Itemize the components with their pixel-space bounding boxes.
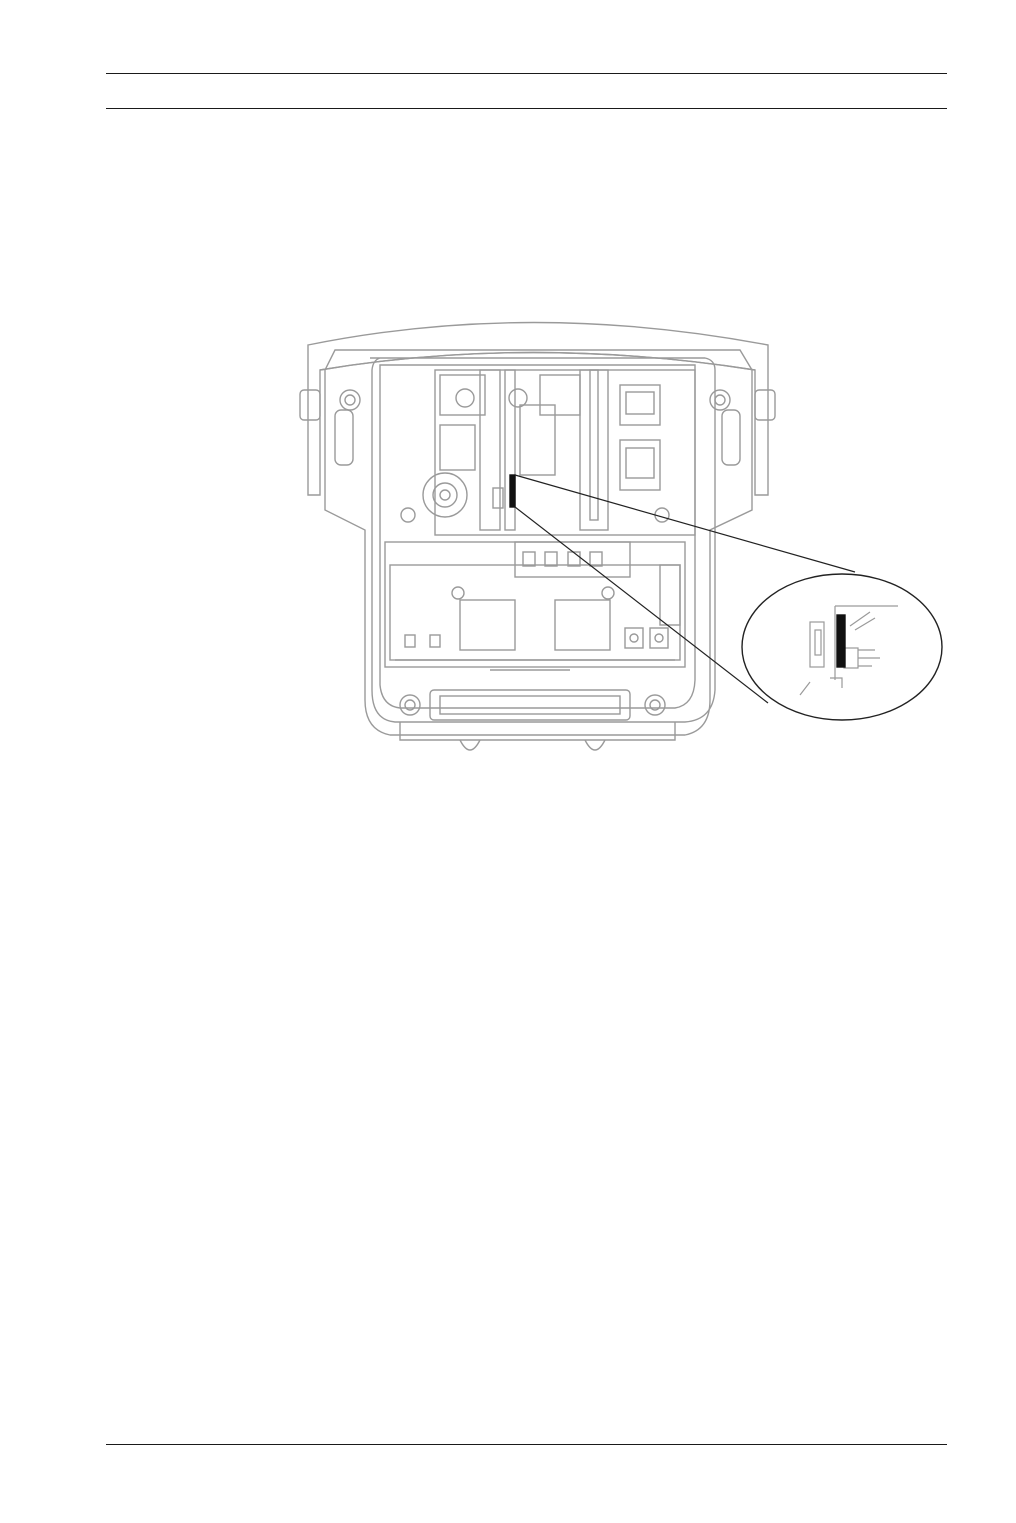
header-rule-bottom: [106, 108, 947, 109]
right-bracket: [755, 390, 775, 420]
detail-view: [800, 606, 898, 695]
screw-bottom-right: [645, 695, 665, 715]
terminal-block: [515, 542, 630, 577]
housing-illustration: [290, 310, 950, 770]
highlighted-component: [510, 475, 515, 507]
detail-highlighted-component: [837, 615, 845, 667]
screw-top-left: [340, 390, 360, 410]
screw-bottom-left: [400, 695, 420, 715]
footer-rule: [106, 1444, 947, 1445]
sunshield: [308, 323, 768, 496]
left-bracket: [300, 390, 320, 420]
round-connector: [423, 473, 467, 517]
screw-top-right: [710, 390, 730, 410]
header-rule-top: [106, 73, 947, 74]
bottom-latch: [430, 690, 630, 720]
